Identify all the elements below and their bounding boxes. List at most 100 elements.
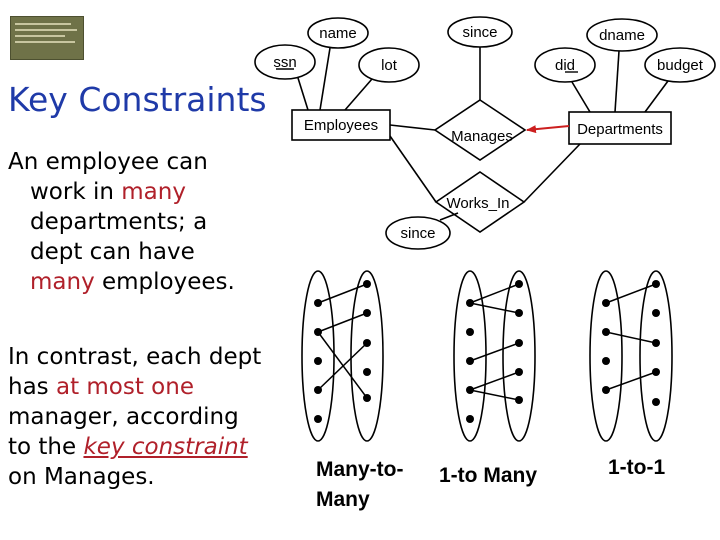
mapping-node — [602, 328, 610, 336]
attribute-name-label: name — [319, 25, 357, 42]
logo-stripe — [15, 41, 75, 43]
mapping-node — [602, 357, 610, 365]
text-line: has at most one — [8, 372, 261, 402]
mapping-node — [314, 357, 322, 365]
mapping-node — [466, 328, 474, 336]
mapping-node — [363, 339, 371, 347]
mapping-edge — [469, 342, 520, 362]
mapping-node — [363, 394, 371, 402]
connector-line — [319, 47, 331, 111]
connector-line — [439, 212, 459, 221]
attribute-since-label: since — [462, 24, 497, 41]
mapping-edge — [317, 331, 368, 399]
text-line: An employee can — [8, 149, 208, 175]
attribute-dname-label: dname — [599, 27, 645, 44]
mapping-edge — [469, 283, 520, 304]
attribute-dname-ellipse — [586, 18, 658, 52]
mapping-node — [314, 386, 322, 394]
attribute-ssn-ellipse — [254, 44, 316, 80]
mapping-set-ellipse — [502, 270, 536, 442]
logo-stripe — [15, 23, 71, 25]
attribute-since-ellipse-2 — [385, 216, 451, 250]
mapping-node — [515, 309, 523, 317]
mapping-node — [515, 368, 523, 376]
caption-one-to-many: 1-to Many — [439, 464, 537, 487]
relationship-manages-label: Manages — [451, 128, 513, 145]
text-line: work in many — [8, 177, 235, 207]
attribute-budget-ellipse — [644, 47, 716, 83]
connector-line — [571, 81, 591, 113]
mapping-node — [363, 280, 371, 288]
mapping-node — [652, 309, 660, 317]
mapping-node — [314, 415, 322, 423]
text-line: dept can have — [30, 239, 195, 265]
attribute-since-label-2: since — [400, 225, 435, 242]
emphasis-at-most-one: at most one — [55, 374, 194, 400]
text-line: many employees. — [8, 267, 235, 297]
mapping-set-ellipse — [589, 270, 623, 442]
relationship-works-in-diamond — [434, 171, 526, 233]
mapping-edge — [317, 283, 368, 304]
attribute-name-ellipse — [307, 17, 369, 49]
mapping-node — [314, 328, 322, 336]
mapping-node — [363, 309, 371, 317]
mapping-edge — [605, 331, 657, 344]
emphasis-many: many — [121, 179, 186, 205]
attribute-budget-label: budget — [657, 57, 704, 74]
mapping-set-ellipse — [301, 270, 335, 442]
paragraph-key-constraint: In contrast, each dept has at most one m… — [8, 342, 261, 492]
mapping-node — [466, 415, 474, 423]
mapping-edge — [469, 389, 520, 401]
mapping-node — [602, 386, 610, 394]
mapping-node — [466, 299, 474, 307]
text-line: manager, according — [8, 404, 239, 430]
connector-line — [523, 143, 581, 203]
mapping-node — [466, 386, 474, 394]
emphasis-key-constraint: key constraint — [83, 434, 248, 460]
mapping-node — [515, 339, 523, 347]
connector-line — [389, 135, 437, 203]
mapping-node — [652, 339, 660, 347]
text-line: departments; a — [30, 209, 208, 235]
mapping-set-ellipse — [453, 270, 487, 442]
mapping-edge — [605, 283, 657, 304]
mapping-node — [314, 299, 322, 307]
attribute-lot-label: lot — [381, 57, 398, 74]
caption-one-to-one: 1-to-1 — [608, 456, 665, 479]
emphasis-many: many — [30, 269, 95, 295]
relationship-manages-diamond — [433, 99, 527, 161]
text-run: has — [8, 374, 56, 400]
mapping-node — [515, 396, 523, 404]
paragraph-many-to-many: An employee can work in many departments… — [8, 147, 235, 297]
key-constraint-arrow — [526, 125, 570, 134]
mapping-node — [515, 280, 523, 288]
mapping-edge — [317, 342, 368, 391]
slide-logo — [10, 16, 84, 60]
attribute-lot-ellipse — [358, 47, 420, 83]
mapping-edge — [469, 371, 520, 391]
logo-stripe — [15, 29, 77, 31]
connector-line — [644, 80, 669, 113]
mapping-set-ellipse — [639, 270, 673, 442]
connector-line — [344, 78, 373, 111]
entity-employees-box — [291, 109, 391, 141]
connector-line — [614, 50, 620, 113]
connector-line — [389, 124, 436, 131]
mapping-node — [363, 368, 371, 376]
entity-employees-label: Employees — [304, 117, 378, 134]
relationship-works-in-label: Works_In — [446, 195, 509, 212]
entity-departments-box — [568, 111, 672, 145]
text-run: to the — [8, 434, 84, 460]
mapping-node — [652, 280, 660, 288]
attribute-did-ellipse — [534, 47, 596, 83]
attribute-did-label: did — [555, 57, 575, 74]
mapping-node — [652, 368, 660, 376]
mapping-edge — [317, 312, 368, 333]
attribute-ssn-label: ssn — [273, 54, 296, 71]
mapping-node — [602, 299, 610, 307]
text-run: work in — [30, 179, 122, 205]
caption-many-to-many-line2: Many — [316, 488, 370, 511]
entity-departments-label: Departments — [577, 121, 663, 138]
connector-line — [297, 77, 309, 111]
